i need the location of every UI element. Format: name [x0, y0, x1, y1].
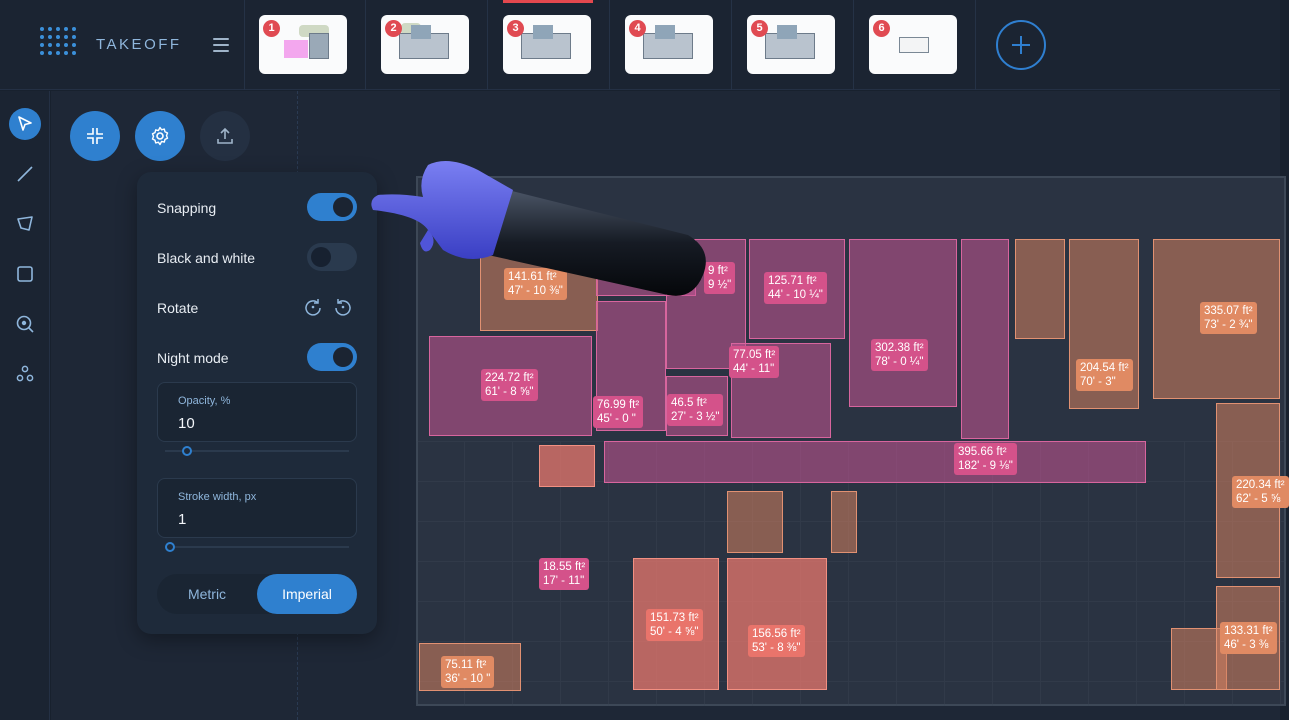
night-mode-row: Night mode	[157, 343, 357, 373]
stroke-width-field[interactable]: Stroke width, px 1	[157, 478, 357, 538]
snapping-label: Snapping	[157, 200, 217, 216]
room-area[interactable]	[539, 445, 595, 487]
group-tool-button[interactable]	[9, 358, 41, 390]
upload-icon	[217, 127, 233, 144]
rotate-row: Rotate	[157, 293, 357, 323]
night-mode-label: Night mode	[157, 350, 229, 366]
plan-thumbnail[interactable]: 6	[869, 15, 957, 74]
pointing-hand-icon	[371, 161, 706, 296]
stroke-width-caption: Stroke width, px	[178, 491, 257, 503]
settings-panel: Snapping Black and white Rotate Night mo…	[137, 172, 377, 634]
night-mode-toggle[interactable]	[307, 343, 357, 371]
units-toggle: Metric Imperial	[157, 574, 357, 614]
plan-thumbnail[interactable]: 5	[747, 15, 835, 74]
snapping-row: Snapping	[157, 193, 357, 223]
opacity-field[interactable]: Opacity, % 10	[157, 382, 357, 442]
polygon-tool-button[interactable]	[9, 208, 41, 240]
add-plan-button[interactable]	[996, 20, 1046, 70]
plan-number-badge: 6	[873, 20, 890, 37]
hamburger-icon[interactable]	[213, 38, 229, 52]
collapse-icon	[87, 128, 103, 144]
group-nodes-icon	[16, 365, 34, 382]
rectangle-tool-button[interactable]	[9, 258, 41, 290]
left-toolbar	[0, 91, 50, 720]
collapse-button[interactable]	[70, 111, 120, 161]
plan-tab-2[interactable]: 2	[366, 0, 488, 90]
eye-search-icon	[16, 315, 34, 333]
rectangle-tool-icon	[17, 266, 33, 282]
plan-number-badge: 3	[507, 20, 524, 37]
divider	[244, 0, 245, 90]
room-area[interactable]	[604, 441, 1146, 483]
plan-tab-1[interactable]: 1	[244, 0, 366, 90]
stroke-width-slider[interactable]	[165, 542, 349, 552]
opacity-value: 10	[178, 415, 195, 432]
opacity-slider-handle[interactable]	[182, 446, 193, 456]
black-white-toggle[interactable]	[307, 243, 357, 271]
plan-tab-3[interactable]: 3	[488, 0, 610, 90]
export-button[interactable]	[200, 111, 250, 161]
brand-name: TAKEOFF	[96, 36, 182, 53]
plan-thumbnail[interactable]: 3	[503, 15, 591, 74]
room-area[interactable]	[849, 239, 957, 407]
plan-tab-4[interactable]: 4	[610, 0, 732, 90]
select-tool-button[interactable]	[9, 108, 41, 140]
select-pointer-icon	[18, 116, 32, 131]
line-tool-button[interactable]	[9, 158, 41, 190]
settings-button[interactable]	[135, 111, 185, 161]
plan-thumbnail[interactable]: 1	[259, 15, 347, 74]
room-area[interactable]	[961, 239, 1009, 439]
plan-tab-6[interactable]: 6	[854, 0, 976, 90]
opacity-caption: Opacity, %	[178, 395, 231, 407]
plan-number-badge: 2	[385, 20, 402, 37]
plan-tab-5[interactable]: 5	[732, 0, 854, 90]
gear-icon	[151, 126, 169, 146]
room-area[interactable]	[1015, 239, 1065, 339]
room-area[interactable]	[429, 336, 592, 436]
stroke-width-value: 1	[178, 511, 187, 528]
inspect-tool-button[interactable]	[9, 308, 41, 340]
opacity-slider[interactable]	[165, 446, 349, 456]
polygon-tool-icon	[17, 216, 33, 231]
plan-number-badge: 4	[629, 20, 646, 37]
plan-number-badge: 1	[263, 20, 280, 37]
black-white-row: Black and white	[157, 243, 357, 273]
stroke-width-slider-handle[interactable]	[165, 542, 175, 552]
room-area[interactable]	[727, 558, 827, 690]
rotate-label: Rotate	[157, 300, 199, 316]
rotate-cw-icon[interactable]	[303, 297, 323, 317]
plan-thumbnail[interactable]: 4	[625, 15, 713, 74]
top-bar: TAKEOFF 1 2 3 4	[0, 0, 1280, 90]
plan-number-badge: 5	[751, 20, 768, 37]
plan-thumbnail[interactable]: 2	[381, 15, 469, 74]
room-area[interactable]	[831, 491, 857, 553]
rotate-ccw-icon[interactable]	[333, 297, 353, 317]
imperial-option[interactable]: Imperial	[257, 574, 357, 614]
logo-dots-icon	[40, 27, 80, 65]
room-area[interactable]	[727, 491, 783, 553]
snapping-toggle[interactable]	[307, 193, 357, 221]
line-tool-icon	[17, 166, 33, 182]
black-white-label: Black and white	[157, 250, 256, 266]
metric-option[interactable]: Metric	[187, 586, 227, 602]
